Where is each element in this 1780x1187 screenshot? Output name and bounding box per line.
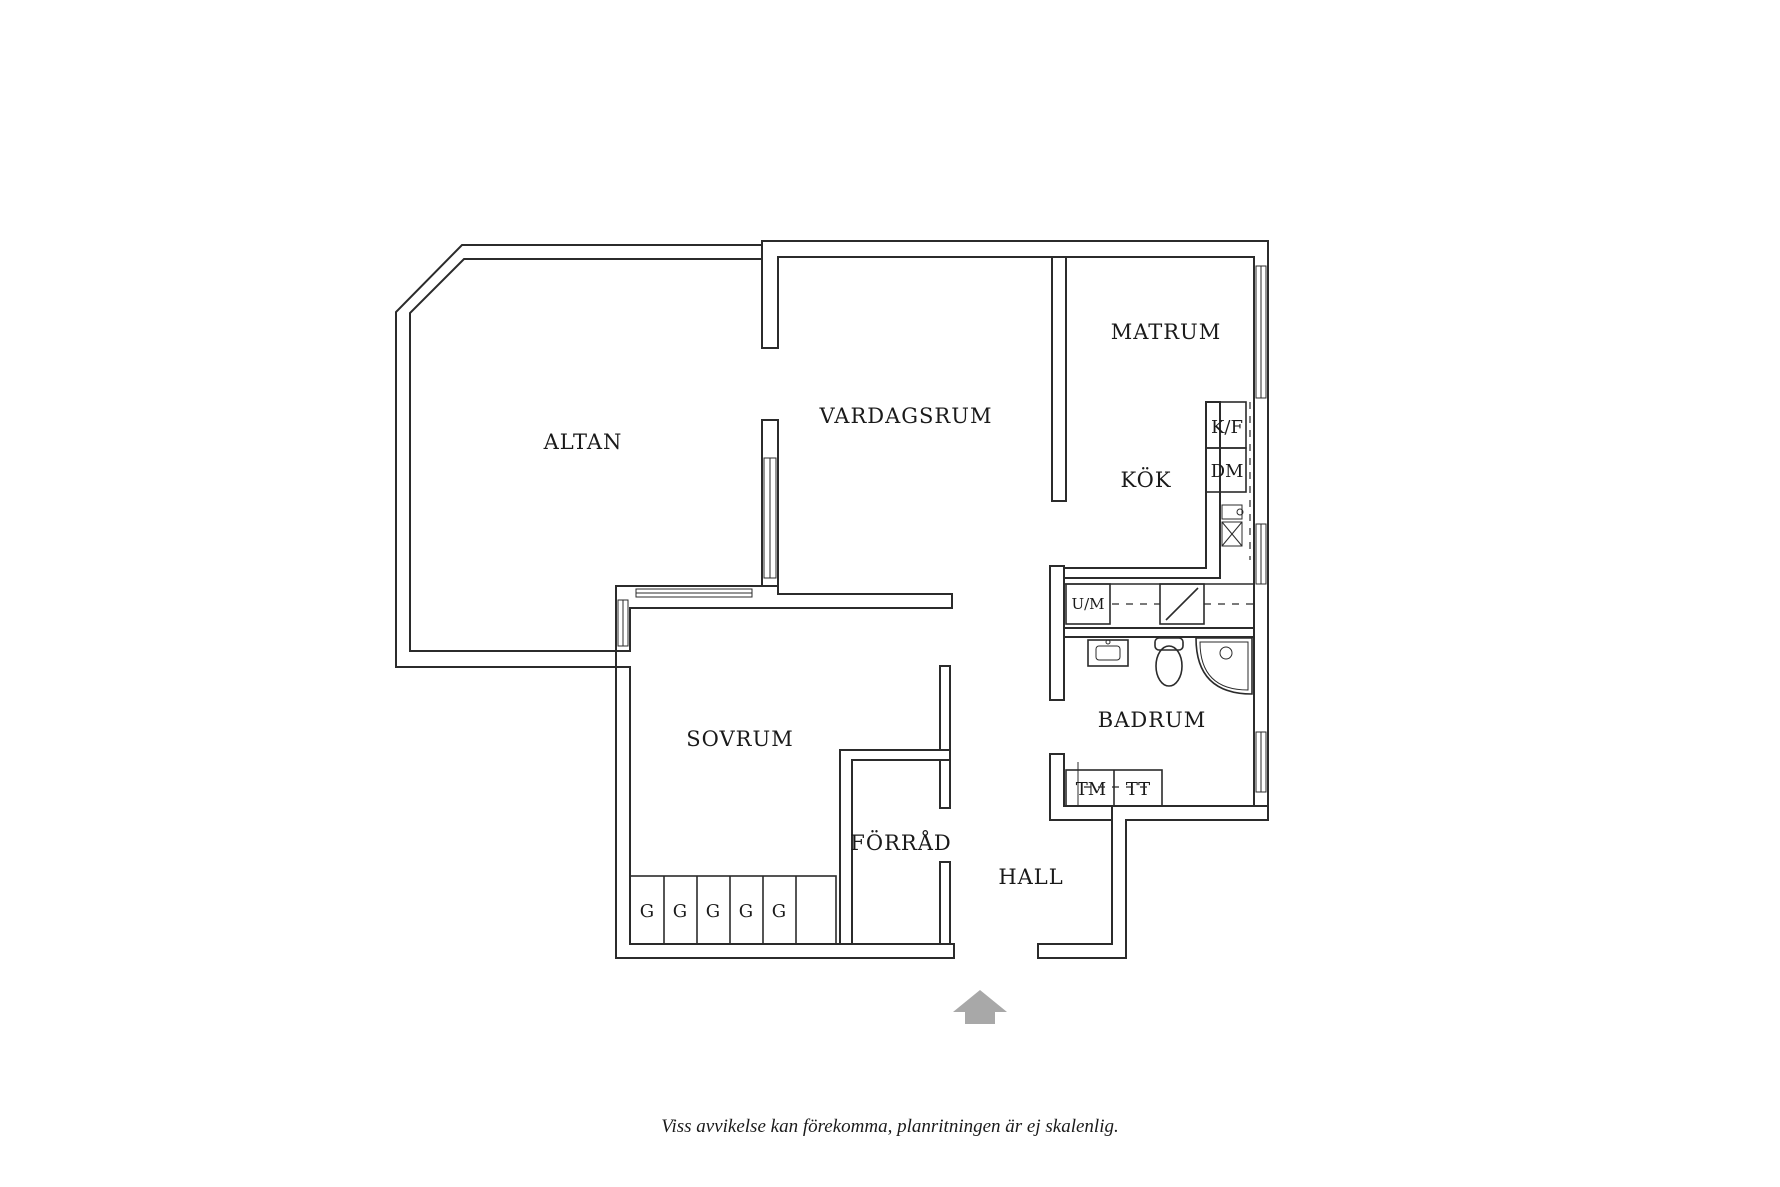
disclaimer-note: Viss avvikelse kan förekomma, planritnin…: [661, 1116, 1119, 1137]
room-label-matrum: MATRUM: [1111, 320, 1222, 344]
living-south-wall: [615, 585, 953, 652]
room-label-forrad: FÖRRÅD: [850, 830, 951, 855]
wardrobe-row: [629, 875, 837, 945]
shower-icon: [1195, 637, 1253, 695]
wardrobes: G G G G G: [629, 875, 837, 945]
room-labels: ALTAN VARDAGSRUM MATRUM KÖK SOVRUM BADRU…: [543, 320, 1222, 889]
room-label-badrum: BADRUM: [1098, 708, 1206, 732]
dishwasher-box: [1205, 447, 1247, 493]
bathroom-north-wall: [1063, 627, 1255, 638]
fridge-freezer-label: K/F: [1211, 417, 1243, 438]
microwave-label: U/M: [1071, 595, 1104, 613]
south-west-walls: [615, 666, 955, 959]
kitchen-hall-wall: [1049, 565, 1065, 701]
top-wall: [761, 240, 1269, 807]
microwave-box: [1065, 583, 1111, 625]
wardrobe-label: G: [772, 901, 786, 922]
windows: [617, 265, 1267, 793]
kitchen-sink-icon: [1221, 504, 1243, 520]
wardrobe-label: G: [739, 901, 753, 922]
room-label-altan: ALTAN: [543, 430, 623, 454]
hall-wall-lower: [939, 861, 951, 945]
hall-wall-upper: [939, 665, 951, 809]
wardrobe-label: G: [706, 901, 720, 922]
dishwasher-label: DM: [1211, 461, 1244, 482]
kitchen-fixtures: K/F DM U/M: [1064, 401, 1254, 625]
living-kitchen-wall: [1051, 256, 1067, 502]
stove-icon: [1165, 587, 1199, 621]
toilet-tank: [1154, 637, 1184, 651]
walls: [395, 240, 1269, 959]
bathroom-fixtures: TM TT: [1065, 637, 1253, 807]
room-label-kok: KÖK: [1120, 467, 1171, 492]
room-label-sovrum: SOVRUM: [686, 727, 793, 751]
room-label-vardagsrum: VARDAGSRUM: [819, 404, 993, 428]
south-east-walls: [1037, 805, 1269, 959]
tumble-dryer-label: TT: [1126, 779, 1150, 800]
washing-machine-label: TM: [1076, 779, 1106, 800]
room-label-hall: HALL: [998, 865, 1063, 889]
wardrobe-label: G: [640, 901, 654, 922]
toilet-icon: [1155, 645, 1183, 687]
storage-walls: [839, 749, 951, 945]
wardrobe-label: G: [673, 901, 687, 922]
entrance-arrow-icon: [953, 990, 1007, 1024]
